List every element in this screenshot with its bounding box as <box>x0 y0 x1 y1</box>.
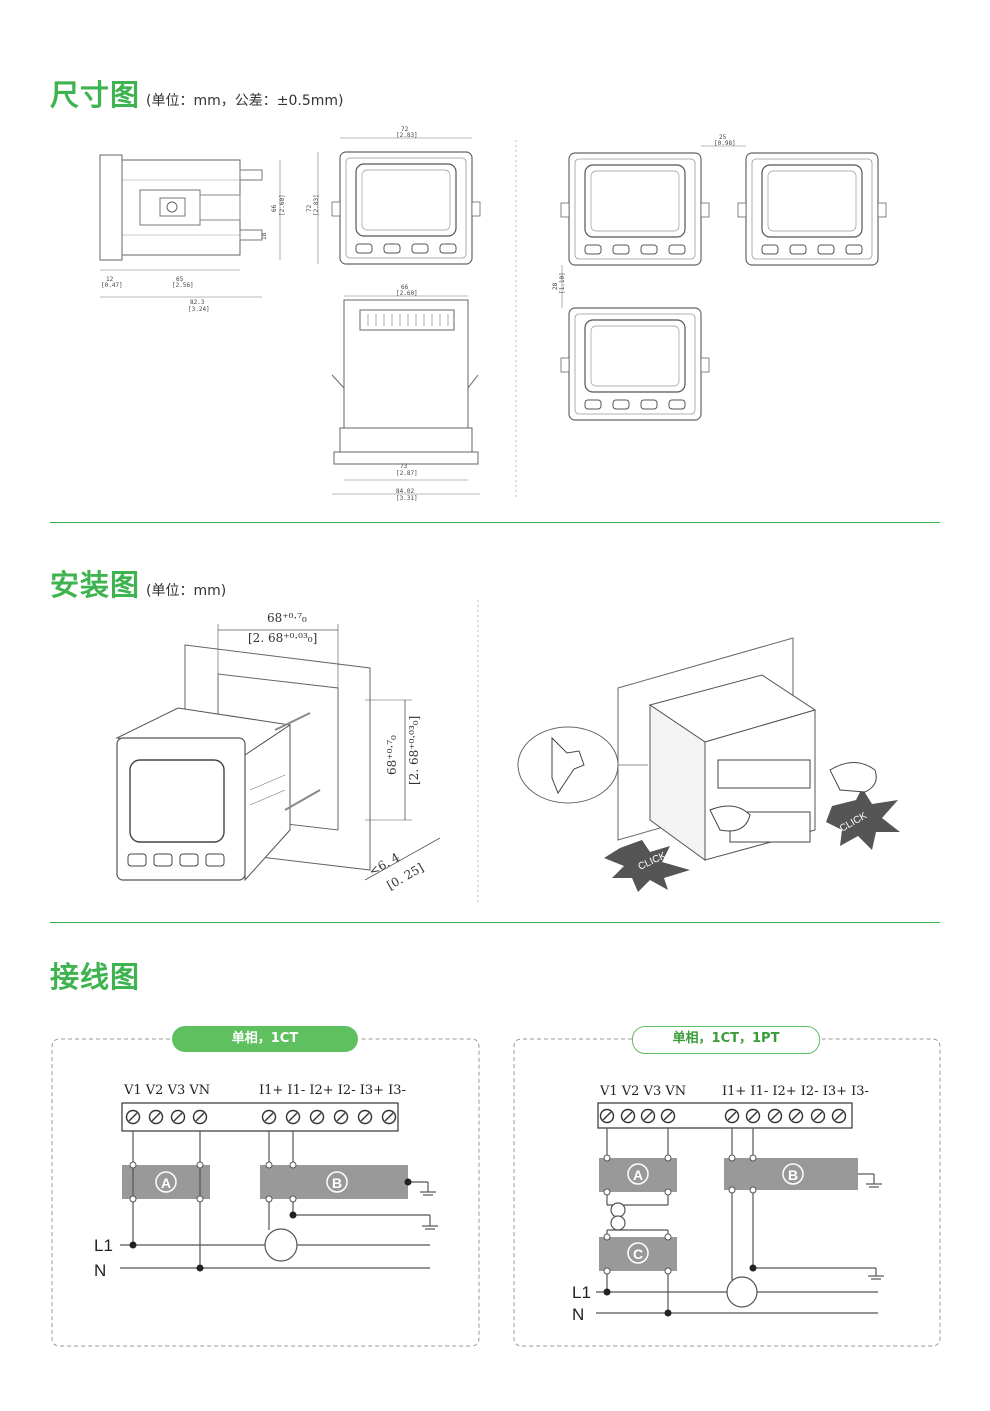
dim-gap-28: 28 <box>552 282 559 290</box>
meter-front-view <box>331 151 481 265</box>
wiring-left <box>51 1038 480 1347</box>
wiring-badge-right: 单相，1CT，1PT <box>632 1026 820 1054</box>
cutout-width: 68⁺⁰·⁷₀ <box>267 611 307 625</box>
meter-array-1 <box>560 152 710 266</box>
meter-array-2 <box>737 152 887 266</box>
dim-gap-25: 25 <box>719 134 727 141</box>
dim-12: 12 <box>106 276 114 283</box>
left-current-terminals: I1+ I1- I2+ I2- I3+ I3- <box>259 1083 406 1098</box>
dim-bottom-66-in: [2.60] <box>396 290 418 297</box>
panel-mount-drawing <box>517 637 900 892</box>
right-line-l1: L1 <box>572 1283 591 1302</box>
panel-cutout-drawing <box>115 624 441 882</box>
side-view <box>99 154 281 298</box>
dim-bottom-84: 84.02 <box>396 488 414 495</box>
dim-72-w-in: [2.83] <box>396 132 418 139</box>
installation-subtitle: (单位：mm) <box>146 583 227 599</box>
dim-bottom-84-in: [3.31] <box>396 495 418 502</box>
dim-66-in: [2.60] <box>279 194 286 216</box>
dim-bottom-73: 73 <box>400 463 408 470</box>
terminal-comb <box>367 314 449 326</box>
dim-bottom-73-in: [2.87] <box>396 470 418 477</box>
dimensions-heading: 尺寸图 (单位：mm，公差：±0.5mm) <box>50 72 344 114</box>
dim-12-in: [0.47] <box>101 282 123 289</box>
meter-array-3 <box>560 307 710 421</box>
installation-title: 安装图 <box>50 568 141 602</box>
right-block-b: B <box>788 1167 798 1183</box>
dimensions-subtitle: (单位：mm，公差：±0.5mm) <box>146 93 344 109</box>
dim-gap-28-in: [1.10] <box>559 272 566 294</box>
cutout-height-in: [2. 68⁺⁰·⁰³₀] <box>407 716 421 785</box>
dim-823: 82.3 <box>190 299 205 306</box>
wiring-badge-left: 单相，1CT <box>172 1026 358 1052</box>
dim-bottom-66: 66 <box>401 284 409 291</box>
left-line-n: N <box>94 1261 106 1280</box>
dim-72-w: 72 <box>401 126 409 133</box>
right-line-n: N <box>572 1305 584 1324</box>
right-block-c: C <box>633 1246 643 1262</box>
dim-72-h-in: [2.83] <box>313 194 320 216</box>
right-voltage-terminals: V1 V2 V3 VN <box>599 1084 686 1099</box>
cutout-height: 68⁺⁰·⁷₀ <box>385 735 399 775</box>
left-line-l1: L1 <box>94 1236 113 1255</box>
right-block-a: A <box>633 1167 643 1183</box>
dim-65: 65 <box>176 276 184 283</box>
left-block-b: B <box>332 1175 342 1191</box>
dim-66: 66 <box>271 204 278 212</box>
right-current-terminals: I1+ I1- I2+ I2- I3+ I3- <box>722 1084 869 1099</box>
dim-18: 18 <box>261 232 268 240</box>
dimensions-title: 尺寸图 <box>50 78 141 112</box>
installation-heading: 安装图 (单位：mm) <box>50 562 226 604</box>
dim-gap-25-in: [0.98] <box>714 140 736 147</box>
section-divider <box>50 522 940 523</box>
dim-65-in: [2.56] <box>172 282 194 289</box>
left-voltage-terminals: V1 V2 V3 VN <box>123 1083 210 1098</box>
wiring-heading: 接线图 <box>50 954 140 996</box>
cutout-width-in: [2. 68⁺⁰·⁰³₀] <box>248 631 317 645</box>
wiring-right <box>513 1038 941 1347</box>
wiring-title: 接线图 <box>50 960 141 994</box>
section-divider <box>50 922 940 923</box>
dim-72-h: 72 <box>306 204 313 212</box>
bottom-view <box>331 295 480 495</box>
left-block-a: A <box>161 1175 171 1191</box>
dim-823-in: [3.24] <box>188 306 210 313</box>
